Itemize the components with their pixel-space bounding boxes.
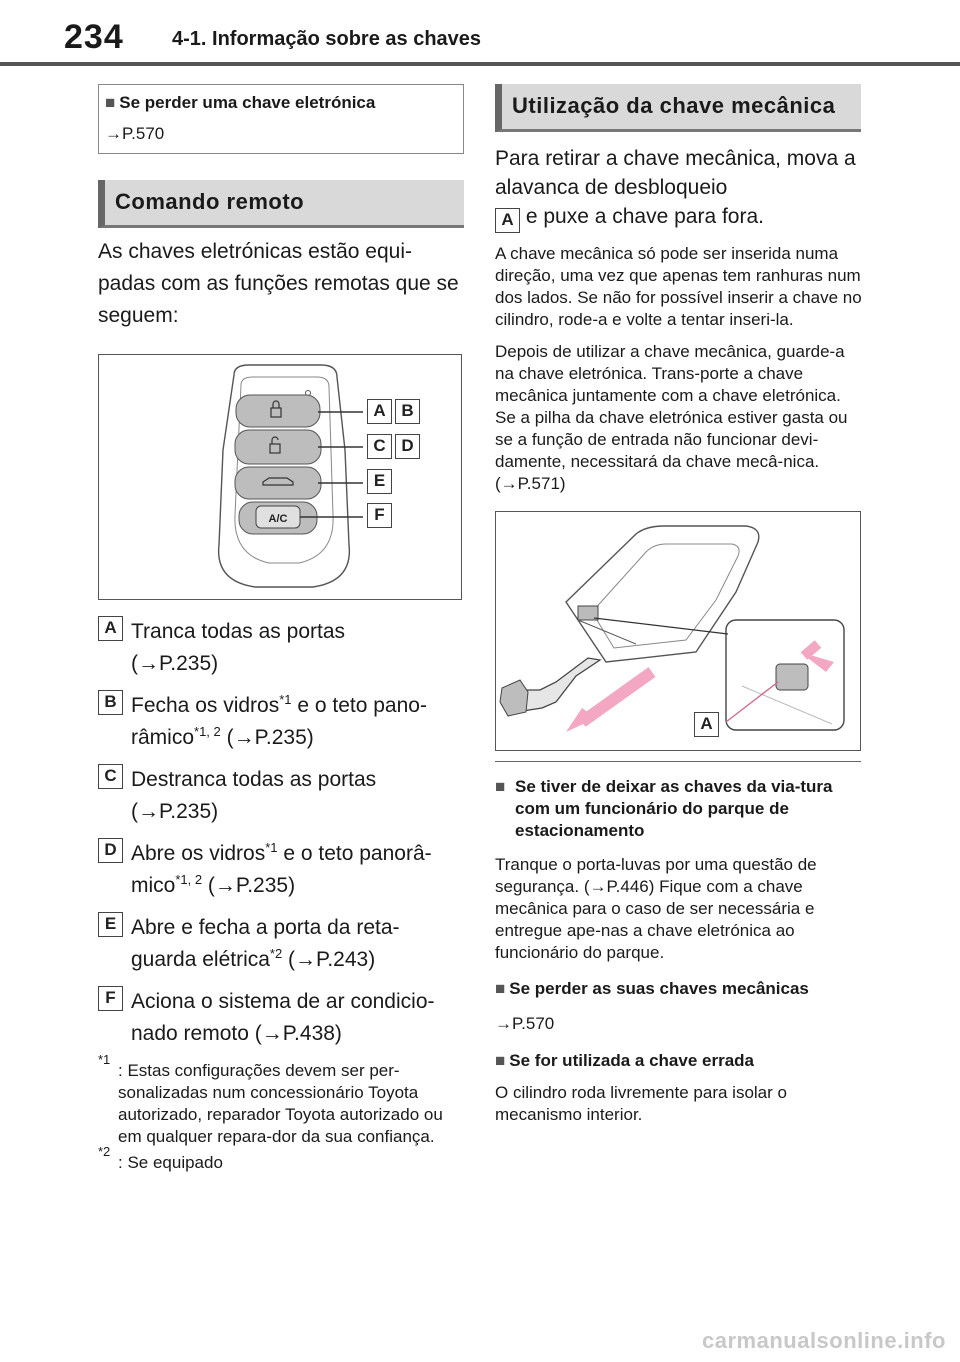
figure-label-a: A (694, 712, 719, 737)
paragraph-insert-direction: A chave mecânica só pode ser inserida nu… (495, 244, 862, 329)
item-letter: C (98, 764, 123, 789)
page-number: 234 (64, 18, 124, 56)
bullet-square-icon: ■ (495, 1051, 506, 1070)
note-valet: ■Se tiver de deixar as chaves da via-tur… (495, 777, 833, 962)
ac-button-label: A/C (269, 513, 288, 525)
section-heading-mechanical-key: Utilização da chave mecânica (495, 84, 861, 132)
footnotes: *1 : Estas configurações devem ser per-s… (98, 1052, 464, 1174)
item-letter: D (98, 838, 123, 863)
note-wrong-key: ■Se for utilizada a chave errada O cilin… (495, 1051, 787, 1124)
function-list: A Tranca todas as portas (→P.235) B Fech… (98, 616, 464, 1050)
figure-label-f: F (367, 503, 392, 528)
watermark: carmanualsonline.info (702, 1328, 946, 1353)
mechanical-key-intro: Para retirar a chave mecânica, mova a al… (495, 144, 865, 233)
figure-label-a: A (367, 399, 392, 424)
bullet-square-icon: ■ (495, 979, 506, 998)
page-reference-link[interactable]: (→P.243) (282, 948, 376, 971)
page-reference-link[interactable]: (→P.235) (202, 874, 296, 897)
list-item: C Destranca todas as portas (→P.235) (98, 764, 464, 828)
list-item: F Aciona o sistema de ar condicio-nado r… (98, 986, 464, 1050)
item-letter: F (98, 986, 123, 1011)
figure-label-d: D (395, 434, 420, 459)
note-lost-mechanical: ■Se perder as suas chaves mecânicas →P.5… (495, 978, 865, 1036)
page-reference-link[interactable]: →P.570 (105, 124, 165, 143)
item-letter: A (495, 208, 520, 233)
page-reference-link[interactable]: (→P.235) (220, 726, 314, 749)
remote-key-figure: A/C A B C D E F (98, 354, 462, 600)
page-reference-link[interactable]: (→P.438) (248, 1022, 342, 1045)
section-title: 4-1. Informação sobre as chaves (172, 28, 482, 50)
figure-label-b: B (395, 399, 420, 424)
item-letter: A (98, 616, 123, 641)
page-header: 234 4-1. Informação sobre as chaves (0, 0, 960, 68)
figure-label-e: E (367, 469, 392, 494)
list-item: B Fecha os vidros*1 e o teto pano-râmico… (98, 690, 464, 754)
mechanical-key-illustration (499, 525, 845, 732)
section-heading-remote: Comando remoto (98, 180, 464, 228)
remote-key-illustration: A/C (217, 364, 363, 588)
header-rule (0, 62, 960, 66)
bullet-square-icon: ■ (495, 777, 506, 796)
mechanical-key-figure: A (495, 511, 861, 751)
page-reference-link[interactable]: (→P.235) (131, 652, 219, 675)
page-reference-link[interactable]: →P.570 (495, 1014, 555, 1033)
divider (495, 761, 861, 762)
figure-label-c: C (367, 434, 392, 459)
list-item: D Abre os vidros*1 e o teto panorâ-mico*… (98, 838, 464, 902)
list-item: A Tranca todas as portas (→P.235) (98, 616, 464, 680)
right-column: Utilização da chave mecânica Para retira… (495, 84, 865, 1126)
item-letter: E (98, 912, 123, 937)
remote-intro: As chaves eletrónicas estão equi-padas c… (98, 240, 459, 327)
bullet-square-icon: ■ (105, 93, 116, 112)
lost-key-note: ■Se perder uma chave eletrónica →P.570 (98, 84, 464, 154)
note-heading: Se perder uma chave eletrónica (119, 93, 376, 112)
page-reference-link[interactable]: (→P.235) (131, 800, 219, 823)
footnote: *1 : Estas configurações devem ser per-s… (98, 1052, 443, 1146)
item-letter: B (98, 690, 123, 715)
footnote: *2 : Se equipado (98, 1144, 223, 1172)
left-column: ■Se perder uma chave eletrónica →P.570 C… (98, 84, 464, 1174)
paragraph-after-use: Depois de utilizar a chave mecânica, gua… (495, 342, 848, 493)
list-item: E Abre e fecha a porta da reta-guarda el… (98, 912, 464, 976)
